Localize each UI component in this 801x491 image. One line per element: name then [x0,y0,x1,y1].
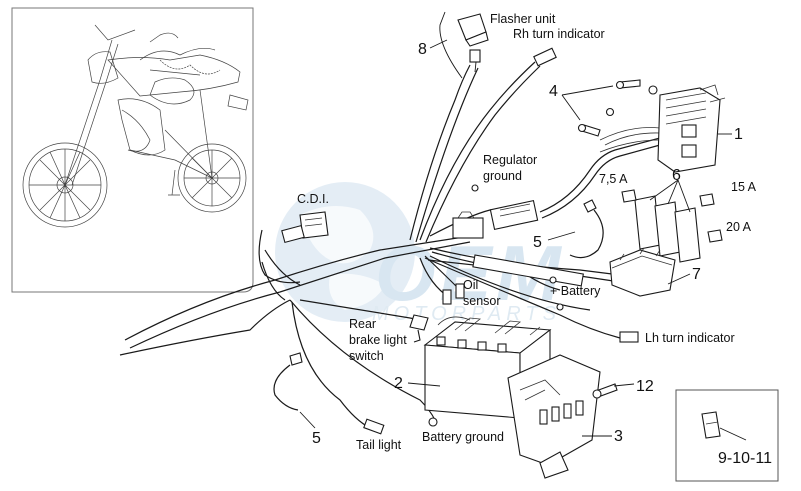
label-regulator-ground-2: ground [483,169,522,183]
callout-3: 3 [614,428,623,445]
voltage-regulator [605,84,726,173]
callout-9-10-11: 9-10-11 [718,450,772,467]
label-rear-brake-1: Rear [349,317,376,331]
label-lh-turn-indicator: Lh turn indicator [645,331,735,345]
rh-turn-connector [533,47,557,67]
label-flasher-unit: Flasher unit [490,12,556,26]
rear-brake-switch [409,314,429,343]
callout-6: 6 [672,167,681,184]
cable-clamp-lower [273,352,303,411]
fuses [621,189,723,263]
cover-bolt [592,383,618,399]
cdi-unit [281,211,329,244]
regulator-connector [489,199,539,231]
oil-sensor-connector [442,283,465,305]
lh-turn-connector [619,331,639,343]
label-battery-ground: Battery ground [422,430,504,444]
label-rear-brake-2: brake light [349,333,407,347]
label-cdi: C.D.I. [297,192,329,206]
main-harness [119,61,661,429]
cable-clamp-upper [569,199,604,259]
callout-4: 4 [549,83,558,100]
callout-1: 1 [734,126,743,143]
label-rear-brake-3: switch [349,349,384,363]
motorcycle-inset [11,7,254,293]
battery-cover [507,354,601,479]
flasher-unit [457,13,489,73]
label-regulator-ground-1: Regulator [483,153,537,167]
starter-relay [452,211,484,239]
regulator-screws [577,79,641,137]
spare-fuse-inset [675,389,779,482]
callout-7: 7 [692,266,701,283]
callout-12: 12 [636,378,654,395]
label-tail-light: Tail light [356,438,402,452]
tail-light-connector [363,418,385,435]
label-fuse-15a: 15 A [731,180,757,194]
callout-5-lower: 5 [312,430,321,447]
label-rh-turn-indicator: Rh turn indicator [513,27,605,41]
label-fuse-7-5a: 7,5 A [599,172,628,186]
label-oil-sensor-2: sensor [463,294,501,308]
fuse-box [609,247,676,297]
label-battery-plus: + Battery [550,284,601,298]
callout-8: 8 [418,41,427,58]
label-fuse-20a: 20 A [726,220,752,234]
label-oil-sensor-1: Oil [463,278,478,292]
callout-5-upper: 5 [533,234,542,251]
callout-2: 2 [394,375,403,392]
